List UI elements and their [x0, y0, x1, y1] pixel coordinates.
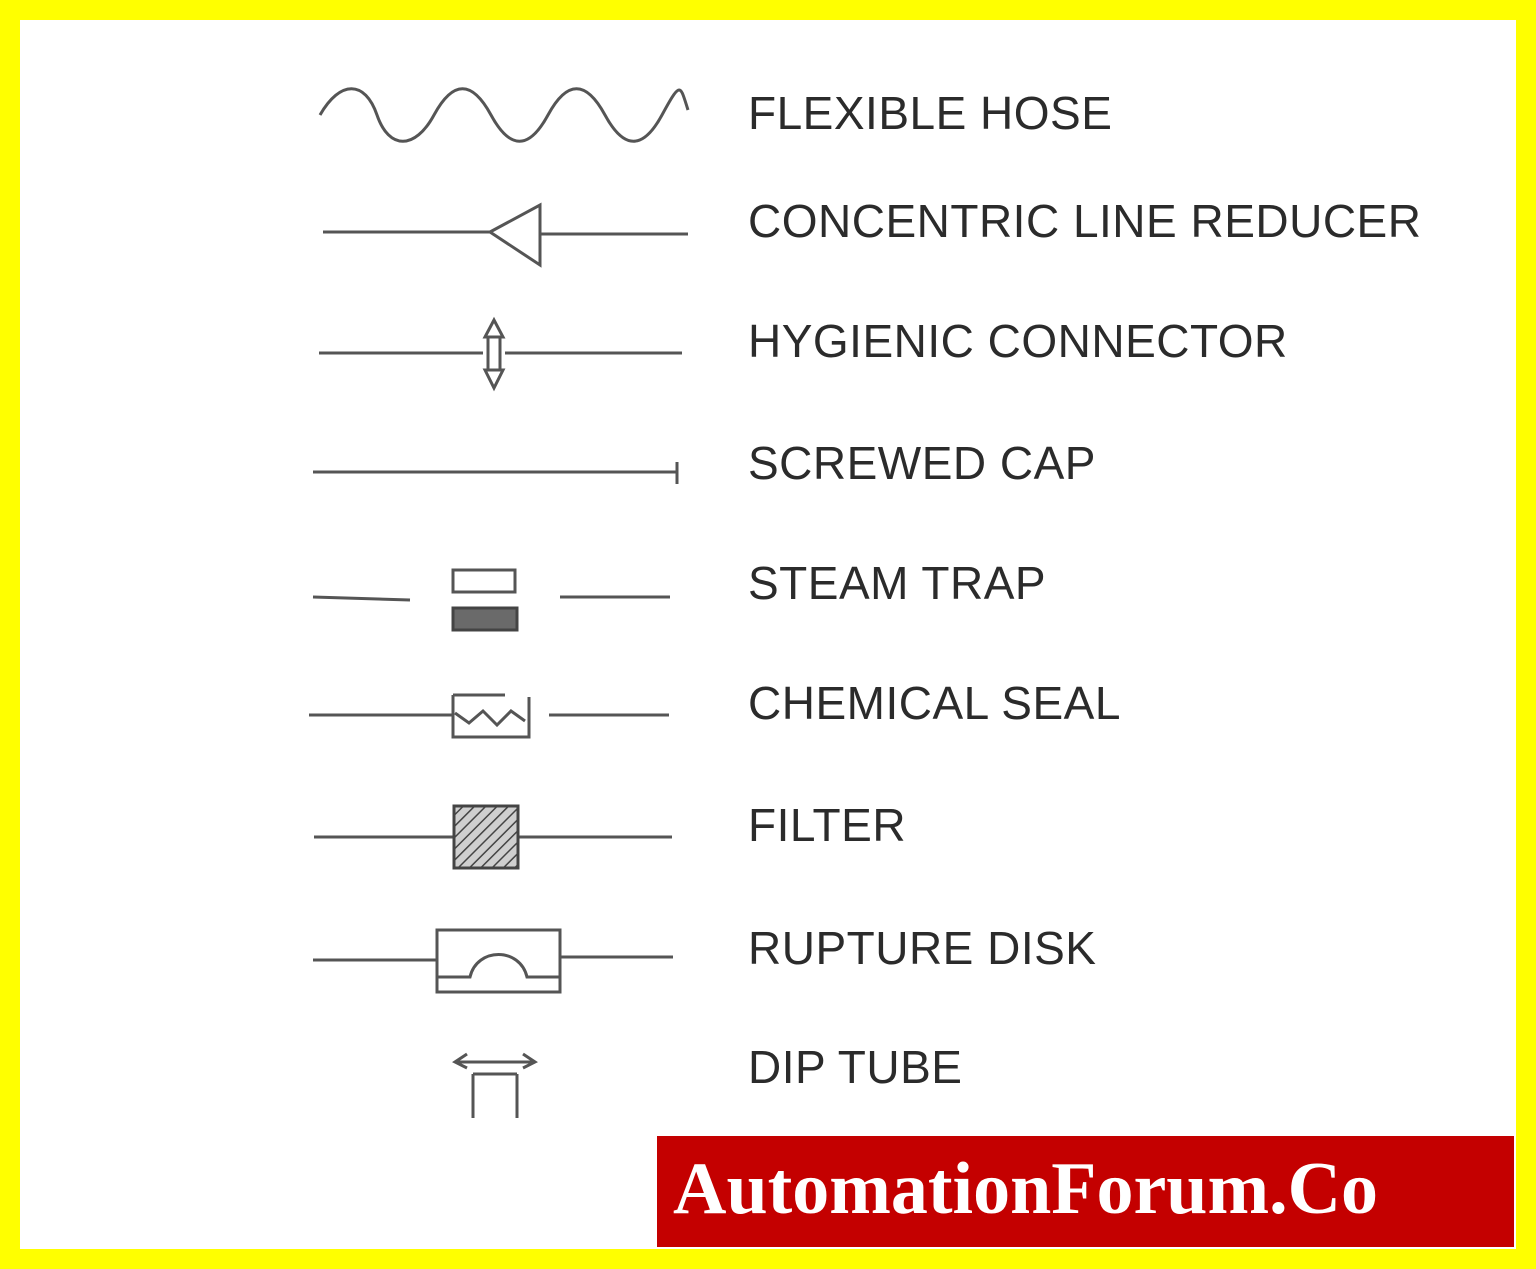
watermark-banner: AutomationForum.Co	[657, 1136, 1514, 1247]
hygienic-connector-icon	[319, 316, 682, 392]
watermark-text: AutomationForum.Co	[673, 1148, 1379, 1230]
legend-label-screwed-cap: SCREWED CAP	[748, 437, 1096, 489]
legend-label-rupture-disk: RUPTURE DISK	[748, 922, 1097, 974]
screwed-cap-icon	[313, 462, 679, 484]
chemical-seal-icon	[309, 693, 669, 739]
flexible-hose-icon	[318, 87, 690, 143]
filter-icon	[314, 804, 672, 870]
legend-label-hygienic-connector: HYGIENIC CONNECTOR	[748, 315, 1288, 367]
dip-tube-icon	[452, 1052, 538, 1118]
concentric-reducer-icon	[323, 202, 688, 268]
legend-label-concentric-line-reducer: CONCENTRIC LINE REDUCER	[748, 195, 1422, 247]
legend-label-filter: FILTER	[748, 799, 907, 851]
legend-label-dip-tube: DIP TUBE	[748, 1041, 963, 1093]
legend-label-flexible-hose: FLEXIBLE HOSE	[748, 87, 1113, 139]
rupture-disk-icon	[313, 928, 673, 994]
legend-label-chemical-seal: CHEMICAL SEAL	[748, 677, 1121, 729]
legend-label-steam-trap: STEAM TRAP	[748, 557, 1047, 609]
steam-trap-icon	[312, 568, 670, 632]
